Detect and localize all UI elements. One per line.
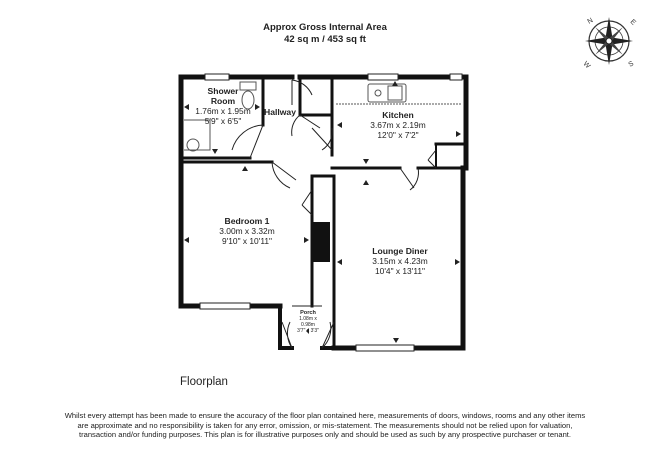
shower-imperial: 5'9" x 6'5" (204, 116, 242, 126)
door-bedroom (271, 161, 297, 189)
shower-metric: 1.76m x 1.95m (195, 106, 251, 116)
compass-w: W (582, 60, 592, 70)
basin (186, 138, 200, 152)
porch-name: Porch (300, 310, 316, 316)
wall-cupboard (298, 75, 334, 117)
door-porch (281, 321, 293, 349)
door-hall-kitchen (311, 127, 333, 151)
lounge-name: Lounge Diner (372, 246, 428, 256)
compass-s: S (628, 60, 636, 69)
window-bedroom (199, 302, 251, 310)
window-kitchen-2 (449, 73, 463, 81)
room-label-hallway: Hallway (262, 107, 298, 117)
kitchen-imperial: 12'0" x 7'2" (377, 130, 419, 140)
room-label-porch: Porch 1.08m x 0.98m 3'7" x 3'3" (293, 310, 323, 334)
door-bedroom-cupboard (301, 189, 313, 216)
toilet-cistern (239, 81, 257, 91)
arrow-marker (393, 338, 399, 343)
kitchen-name: Kitchen (382, 110, 414, 120)
arrow-marker (455, 259, 460, 265)
lounge-metric: 3.15m x 4.23m (372, 256, 428, 266)
disclaimer-text: Whilst every attempt has been made to en… (64, 411, 586, 440)
arrow-marker (363, 180, 369, 185)
arrow-marker (456, 131, 461, 137)
compass-n: N (587, 17, 595, 26)
door-hall-entry (291, 79, 313, 105)
arrow-marker (392, 81, 398, 86)
hallway-name: Hallway (263, 107, 296, 117)
compass-e: E (629, 18, 637, 26)
kitchen-sink (367, 83, 407, 103)
lounge-imperial: 10'4" x 13'11" (375, 266, 425, 276)
bedroom-metric: 3.00m x 3.32m (219, 226, 275, 236)
plan-title: Floorplan (180, 376, 228, 388)
window-shower (204, 73, 230, 81)
chimney-breast (312, 222, 330, 262)
arrow-marker (363, 159, 369, 164)
arrow-marker (242, 166, 248, 171)
porch-imperial: 3'7" x 3'3" (297, 328, 319, 334)
compass-rose-icon: N E S W (582, 17, 637, 70)
shower-name-2: Room (210, 96, 236, 106)
arrow-marker (306, 328, 309, 334)
toilet-bowl (241, 90, 255, 110)
kitchen-metric: 3.67m x 2.19m (370, 120, 426, 130)
arrow-marker (184, 237, 189, 243)
bedroom-imperial: 9'10" x 10'11" (222, 236, 272, 246)
arrow-marker (184, 104, 189, 110)
arrow-marker (337, 259, 342, 265)
window-lounge (355, 344, 415, 352)
door-kitchen-lounge (399, 167, 419, 191)
room-label-lounge: Lounge Diner 3.15m x 4.23m 10'4" x 13'11… (352, 246, 448, 276)
arrow-marker (337, 122, 342, 128)
door-hall-cupboard (291, 114, 321, 137)
area-title: Approx Gross Internal Area (263, 22, 387, 33)
sink-drain-1 (374, 89, 382, 97)
door-porch-2 (321, 321, 335, 349)
bedroom-name: Bedroom 1 (224, 216, 270, 226)
door-kitchen-cupboard (427, 149, 437, 169)
door-hall-shower (231, 124, 264, 159)
window-kitchen (367, 73, 399, 81)
room-label-kitchen: Kitchen 3.67m x 2.19m 12'0" x 7'2" (350, 110, 446, 140)
room-label-bedroom: Bedroom 1 3.00m x 3.32m 9'10" x 10'11" (200, 216, 294, 246)
porch-metric: 1.08m x 0.98m (299, 316, 317, 328)
arrow-marker (255, 104, 260, 110)
area-value: 42 sq m / 453 sq ft (284, 34, 366, 45)
arrow-marker (304, 237, 309, 243)
room-label-shower: Shower Room 1.76m x 1.95m 5'9" x 6'5" (186, 86, 260, 126)
arrow-marker (212, 149, 218, 154)
area-header: Approx Gross Internal Area 42 sq m / 453… (0, 22, 650, 46)
shower-name-1: Shower (207, 86, 239, 96)
sink-drainer (387, 85, 403, 101)
